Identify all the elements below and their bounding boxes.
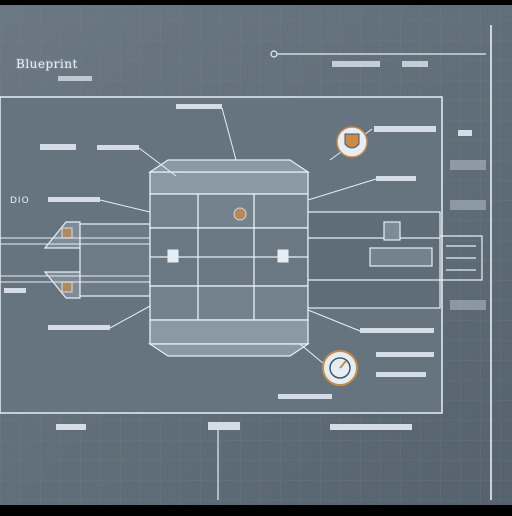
shield-emblem-icon <box>336 126 368 158</box>
right-connector <box>440 235 483 281</box>
gauge-dial-icon <box>322 350 358 386</box>
left-label-bar <box>176 104 222 109</box>
top-label-bar <box>58 76 92 81</box>
right-label-bar <box>376 176 416 181</box>
left-label-bar <box>97 145 139 150</box>
right-label-bar <box>450 160 486 170</box>
right-assembly <box>307 211 441 309</box>
footer-label-bar <box>208 422 240 430</box>
left-label-bar <box>48 197 100 202</box>
left-tick-label: DIO <box>10 196 30 206</box>
left-label-bar <box>4 288 26 293</box>
left-label-bar <box>40 144 76 150</box>
sheet-footer-annotations <box>56 422 412 430</box>
top-annotations <box>58 61 428 81</box>
footer-label-bar <box>330 424 412 430</box>
right-label-bar <box>360 328 434 333</box>
right-label-bar <box>458 130 472 136</box>
right-label-bar <box>374 126 436 132</box>
top-label-bar <box>332 61 380 67</box>
top-label-bar <box>402 61 428 67</box>
left-label-bar <box>48 325 110 330</box>
footer-label-bar <box>278 394 332 399</box>
engine-shrouds <box>148 159 310 357</box>
detail-markers <box>167 207 289 263</box>
left-annotations <box>4 104 222 330</box>
right-label-bar <box>376 352 434 357</box>
panel-footer-annotations <box>278 394 332 399</box>
left-shaft-lines <box>0 237 150 283</box>
right-label-bar <box>450 200 486 210</box>
right-annotations <box>360 126 486 377</box>
top-callout-line <box>270 50 486 58</box>
sheet-title: Blueprint <box>16 57 78 71</box>
right-label-bar <box>376 372 426 377</box>
right-label-bar <box>450 300 486 310</box>
footer-label-bar <box>56 424 86 430</box>
